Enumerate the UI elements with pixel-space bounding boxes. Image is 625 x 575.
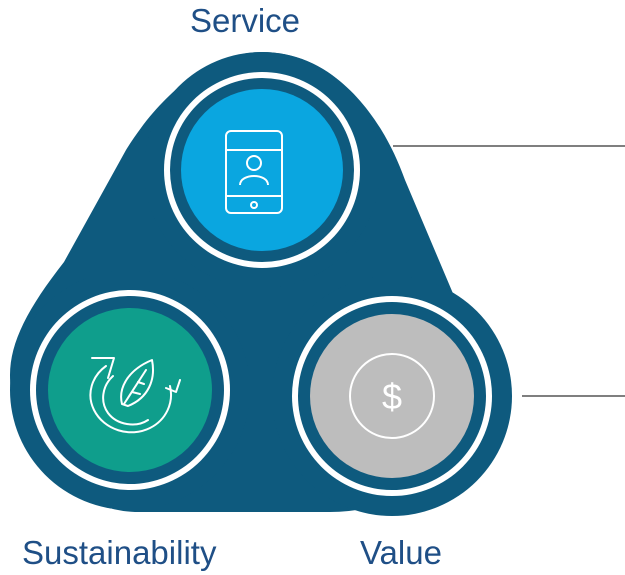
- service-label: Service: [190, 2, 301, 39]
- dollar-coin-icon: [349, 353, 435, 439]
- service-circle: [181, 89, 343, 251]
- sustainability-label: Sustainability: [22, 534, 217, 571]
- dollar-symbol: $: [382, 376, 402, 417]
- sustainability-circle: [48, 308, 212, 472]
- value-label: Value: [360, 534, 442, 571]
- leaf-recycle-icon: [89, 357, 181, 434]
- mobile-phone-user-icon: [225, 130, 283, 214]
- value-circle: [310, 314, 474, 478]
